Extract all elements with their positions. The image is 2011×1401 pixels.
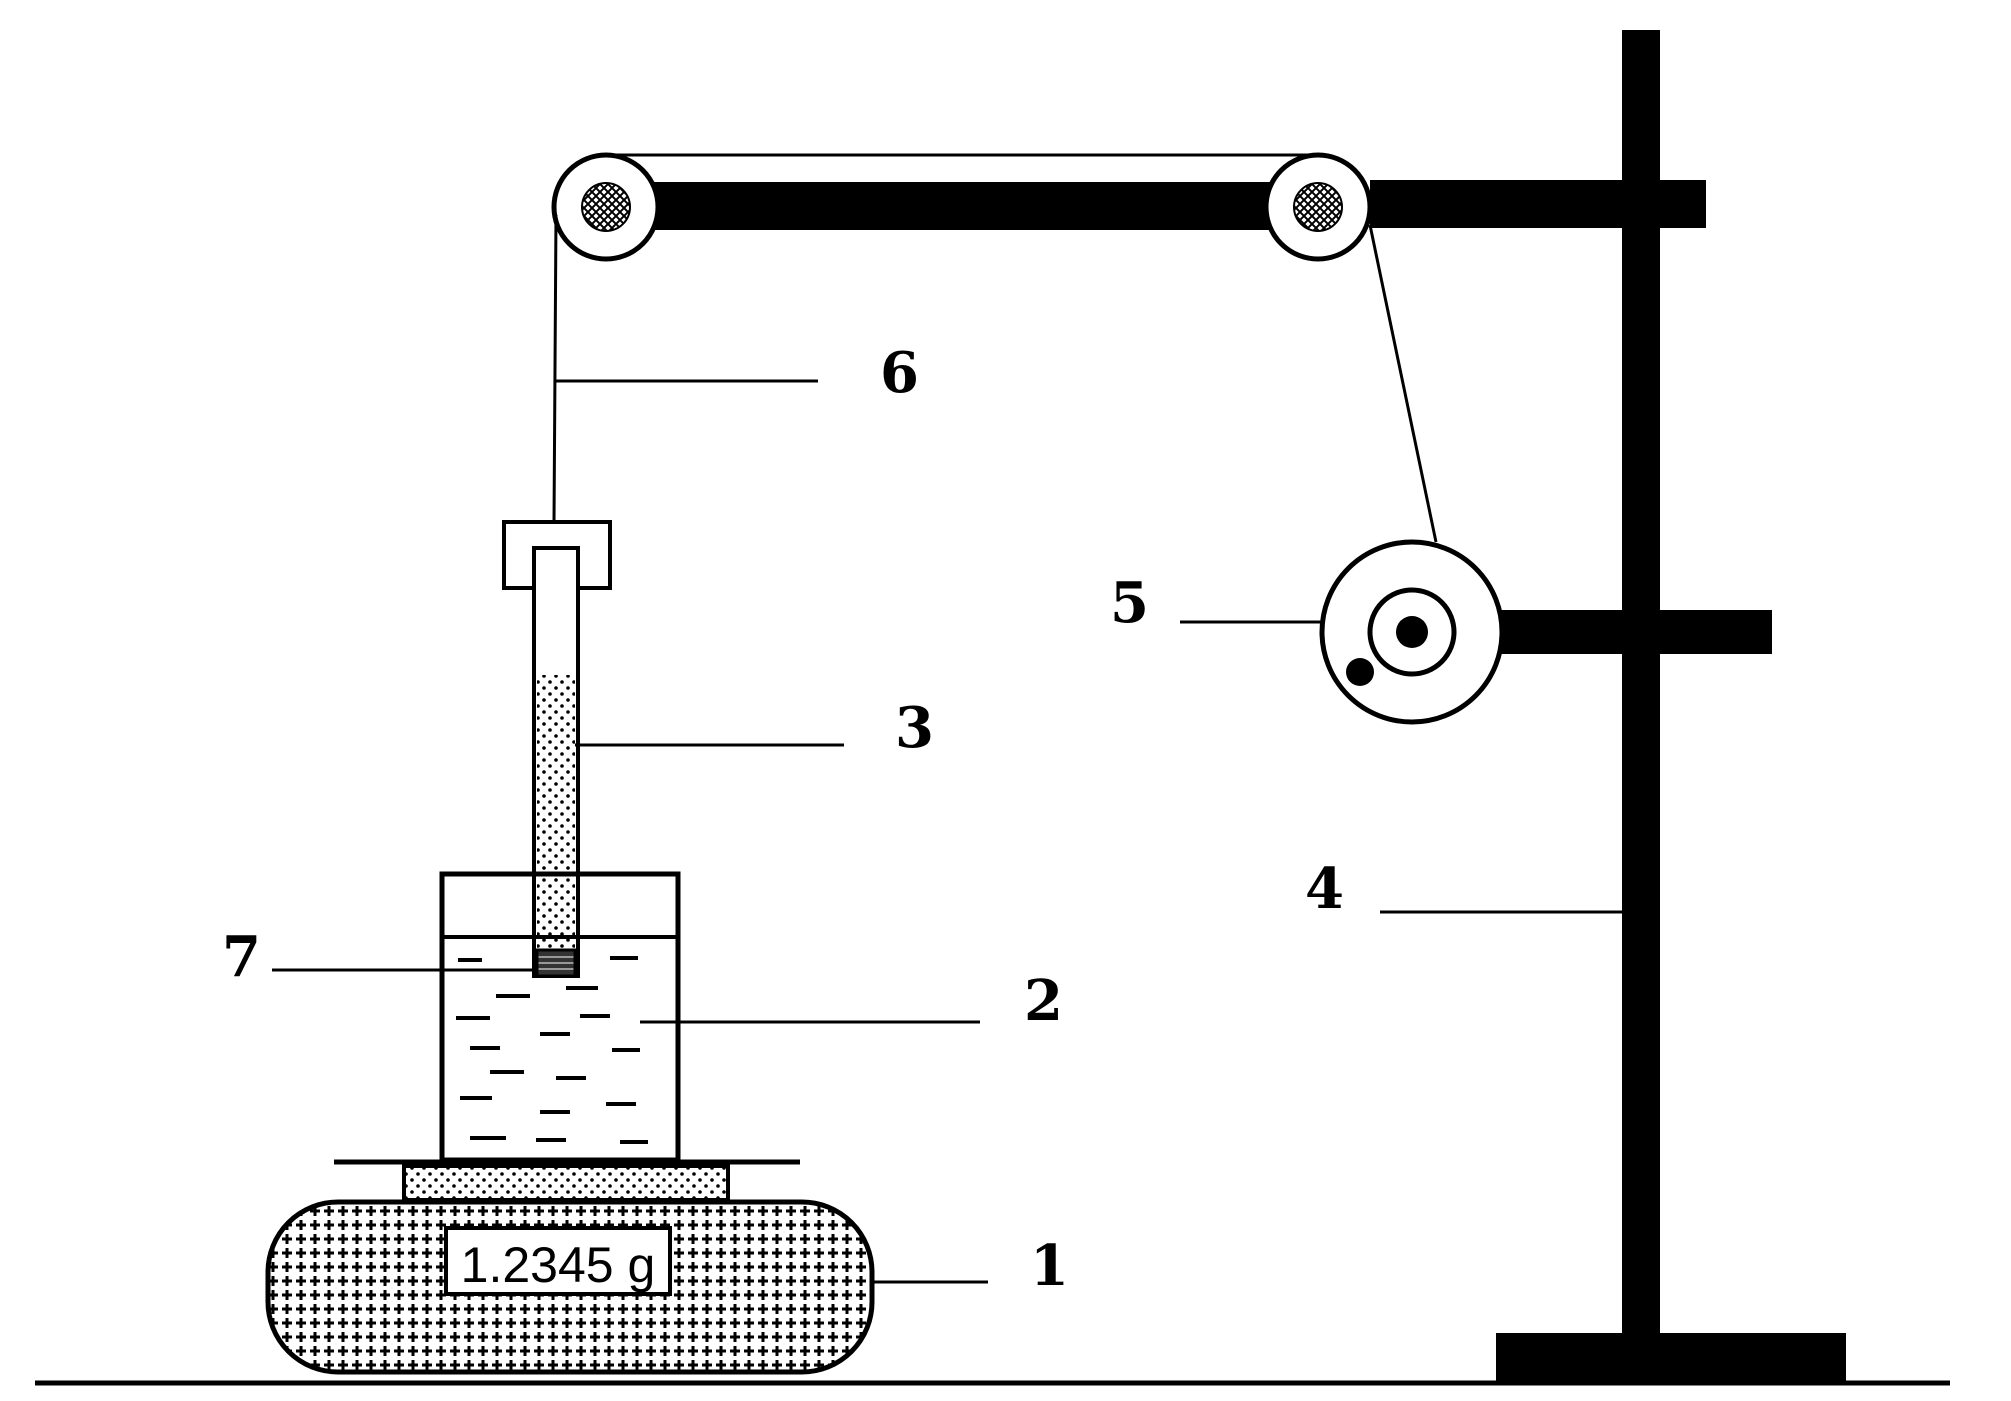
balance: 1.2345 g — [265, 1159, 875, 1375]
label-beaker: 2 — [1024, 968, 1063, 1034]
reel-axle — [1396, 616, 1428, 648]
label-sample: 7 — [222, 924, 261, 990]
balance-reading: 1.2345 g — [461, 1237, 656, 1293]
right-pulley-hub — [1293, 182, 1343, 232]
stand-rod — [1622, 30, 1660, 1340]
reel-crank-knob — [1346, 658, 1374, 686]
balance-display — [444, 1226, 672, 1296]
label-tube: 3 — [895, 695, 934, 761]
sample — [535, 948, 577, 978]
balance-pan-base — [402, 1164, 730, 1202]
left-pulley-hub — [581, 182, 631, 232]
retort-stand — [1370, 30, 1846, 1383]
label-reel: 5 — [1110, 570, 1149, 636]
stand-reel-clamp-arm — [1490, 610, 1772, 654]
label-stand: 4 — [1305, 856, 1344, 922]
tube-powder-fill — [537, 675, 575, 950]
pulley-beam — [606, 182, 1326, 230]
stand-base — [1496, 1333, 1846, 1383]
left-pulley — [551, 152, 661, 262]
label-string: 6 — [880, 340, 919, 406]
leader-lines — [272, 379, 1624, 1284]
string — [552, 153, 1438, 543]
liquid-dashes — [456, 956, 648, 1144]
label-balance: 1 — [1030, 1233, 1069, 1299]
reel — [1319, 539, 1505, 725]
right-pulley — [1263, 152, 1373, 262]
tube-assembly — [502, 520, 612, 978]
stand-top-clamp-arm — [1370, 180, 1706, 228]
